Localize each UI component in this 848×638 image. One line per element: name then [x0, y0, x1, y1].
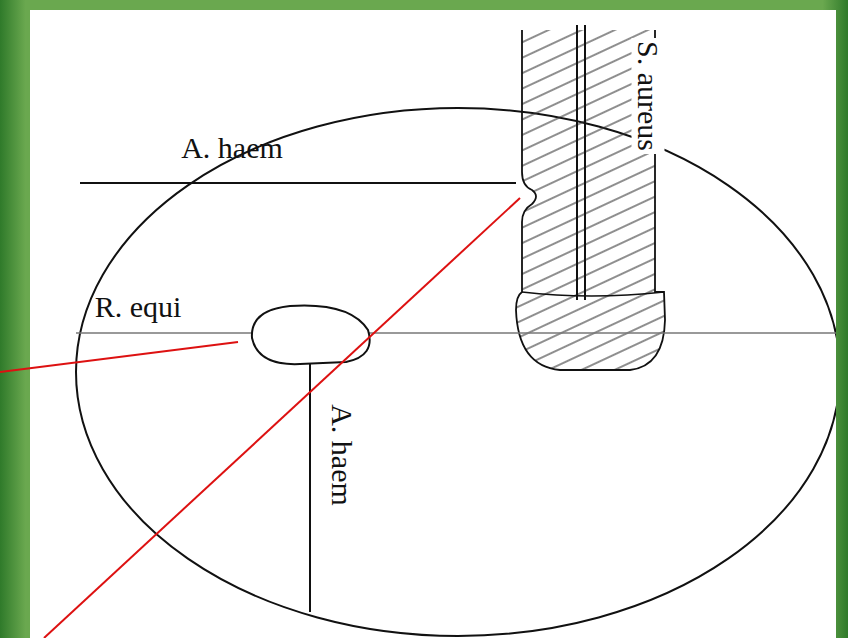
organism-label: A. haem [178, 131, 286, 164]
synergy-zone [252, 306, 370, 365]
organism-label: R. equi [92, 290, 185, 323]
organism-label: S. aureus [632, 38, 665, 154]
plate-outline [76, 108, 836, 636]
streak-line [76, 332, 836, 334]
hemolysis-zone [516, 30, 665, 370]
streak-line [80, 182, 516, 184]
organism-label: A. haem [326, 401, 359, 509]
leader-line [44, 198, 520, 638]
leader-line [0, 342, 238, 372]
streak-line [576, 25, 578, 300]
white-panel [30, 10, 836, 638]
streak-line [309, 364, 311, 612]
zone-edge [522, 292, 664, 296]
streak-line [584, 25, 586, 300]
